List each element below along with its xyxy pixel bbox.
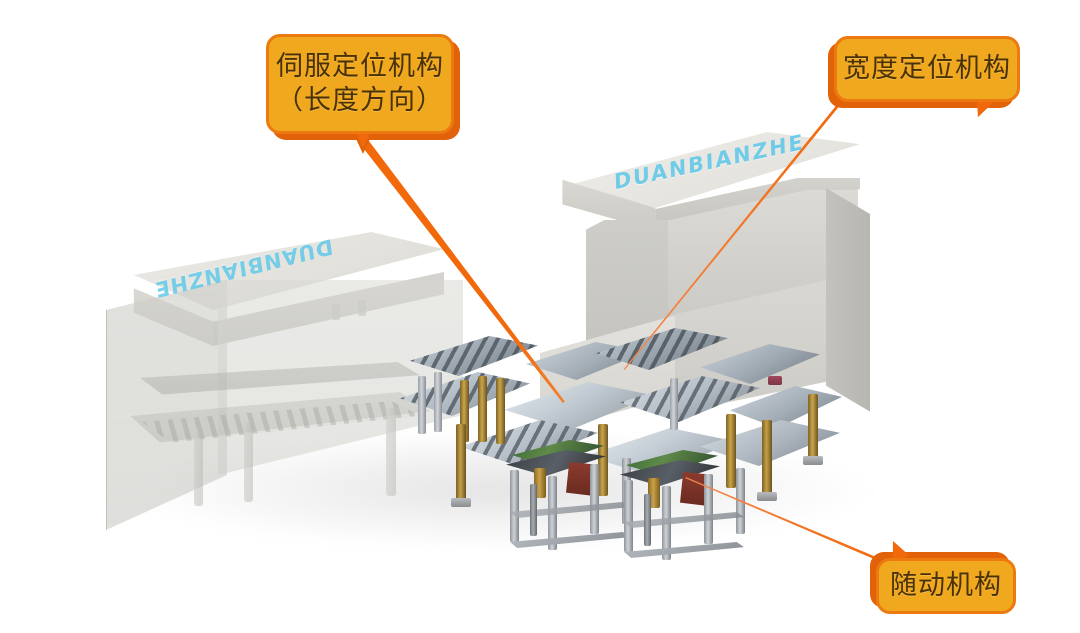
conveyor-post <box>478 376 487 442</box>
conveyor-plate-tread <box>620 376 760 422</box>
left-machine-top-stud <box>358 300 366 316</box>
frame-rail <box>510 532 630 548</box>
left-machine-left-face <box>106 280 227 530</box>
width-stop-marker <box>768 376 782 385</box>
callout-line: 宽度定位机构 <box>843 53 1011 84</box>
left-bender-machine: DUANBIANZHE <box>100 232 480 532</box>
conveyor-post-foot <box>803 456 823 465</box>
frame-rail <box>624 512 744 528</box>
frame-internal-shaft <box>644 494 651 546</box>
callout-servo-positioning[interactable]: 伺服定位机构 （长度方向） <box>266 34 460 154</box>
callout-body[interactable]: 伺服定位机构 （长度方向） <box>266 34 454 134</box>
conveyor-post <box>456 424 466 502</box>
conveyor-post-foot <box>757 492 777 501</box>
callout-line: 随动机构 <box>890 570 1002 601</box>
right-machine-right-side-face <box>826 188 870 412</box>
left-machine-internal-leg <box>194 432 203 506</box>
conveyor-plate <box>700 344 820 384</box>
callout-follower-mechanism[interactable]: 随动机构 <box>870 537 1016 614</box>
callout-width-positioning[interactable]: 宽度定位机构 <box>828 36 1020 121</box>
conveyor-column <box>670 378 678 430</box>
frame-post <box>624 480 633 552</box>
left-machine-top-stud <box>332 304 340 320</box>
frame-internal-shaft <box>530 484 537 536</box>
roller-transfer-table <box>400 320 842 560</box>
conveyor-post <box>460 380 469 442</box>
conveyor-post <box>808 394 818 460</box>
conveyor-post <box>598 424 608 496</box>
conveyor-post-foot <box>451 498 471 507</box>
frame-post <box>590 464 599 534</box>
left-machine-internal-leg <box>244 422 253 502</box>
frame-post <box>510 470 519 542</box>
callout-body[interactable]: 宽度定位机构 <box>834 36 1020 102</box>
conveyor-post <box>726 414 736 488</box>
callout-line: （长度方向） <box>276 85 444 116</box>
follower-frame-base <box>504 440 634 550</box>
frame-rail <box>510 502 630 518</box>
callout-line: 伺服定位机构 <box>276 51 444 82</box>
frame-actuator-orange <box>648 478 660 508</box>
conveyor-post <box>496 378 505 444</box>
follower-frame-base <box>618 450 748 560</box>
conveyor-column <box>418 376 426 434</box>
frame-actuator-orange <box>534 468 546 498</box>
conveyor-post <box>762 420 772 496</box>
conveyor-column <box>434 372 442 432</box>
left-machine-internal-leg <box>386 408 396 496</box>
callout-body[interactable]: 随动机构 <box>876 558 1016 614</box>
frame-post <box>704 474 713 544</box>
frame-rail <box>624 542 744 558</box>
